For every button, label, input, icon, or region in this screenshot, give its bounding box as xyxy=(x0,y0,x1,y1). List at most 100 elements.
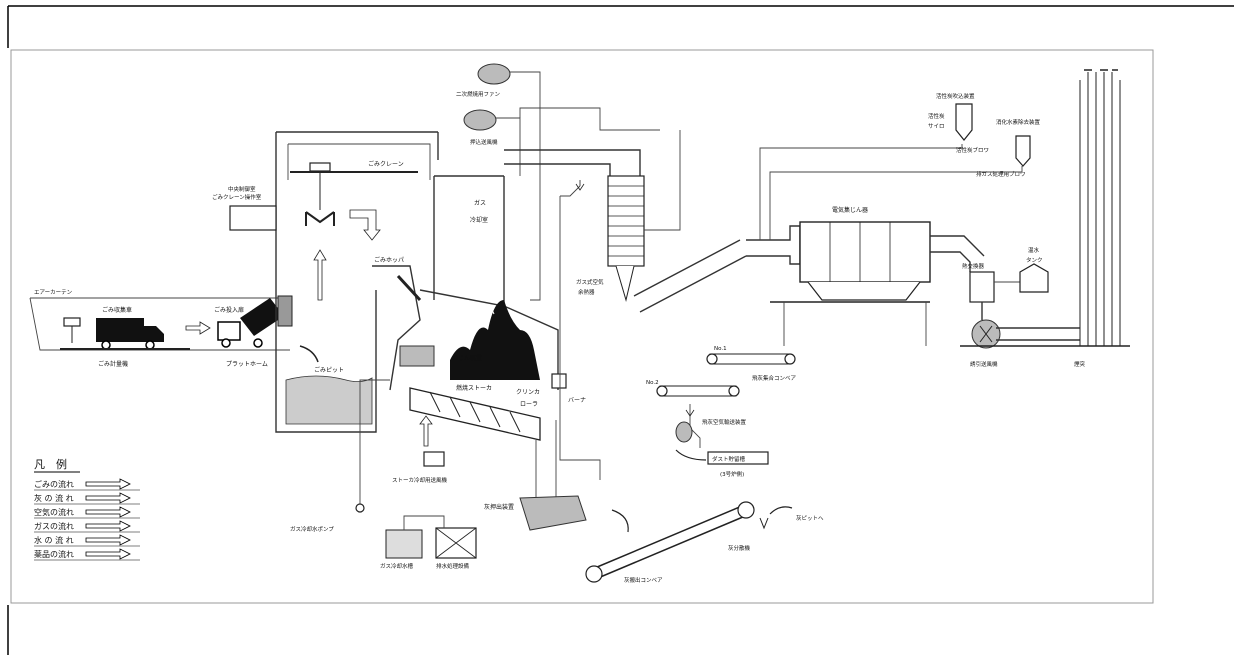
stack-group: 熱交換器 温水 タンク 誘引送風機 煙突 xyxy=(960,70,1130,368)
heat-exchanger xyxy=(970,272,994,302)
ash-pusher-label: 給じん装置 xyxy=(452,354,482,362)
legend-arrow-icon xyxy=(86,521,130,531)
burner xyxy=(552,374,566,388)
chimney-label: 煙突 xyxy=(1074,360,1086,368)
legend-label-ash: 灰 の 流 れ xyxy=(34,493,74,503)
legend-label-gas: ガスの流れ xyxy=(34,521,74,531)
hot-water-tank xyxy=(1020,264,1048,292)
legend-title: 凡 例 xyxy=(34,457,67,471)
collection-truck-icon xyxy=(96,318,164,349)
activated-carbon-silo-label-2: サイロ xyxy=(928,123,945,130)
conveyor-no1-label: No.1 xyxy=(714,346,727,352)
ash-separator-label: 灰分散機 xyxy=(728,544,751,552)
pit-garbage xyxy=(286,376,372,424)
conveyor-no2-label: No.2 xyxy=(646,380,659,386)
water-pump-icon xyxy=(356,504,364,512)
scale-sign xyxy=(64,318,80,326)
crane-grab-icon xyxy=(306,212,334,226)
legend-label-chemical: 薬品の流れ xyxy=(34,549,74,559)
activated-carbon-silo xyxy=(956,104,972,140)
stoker-fan-label: ストーカ冷却用送風機 xyxy=(392,476,448,484)
legend-arrow-icon xyxy=(86,479,130,489)
activated-carbon-feeder-label: 活性炭吹込装置 xyxy=(936,92,975,100)
activated-carbon-blower-label: 活性炭ブロワ xyxy=(956,146,989,154)
platform-label: プラットホーム xyxy=(226,361,268,368)
legend-label-air: 空気の流れ xyxy=(34,507,74,517)
legend-arrow-icon xyxy=(86,535,130,545)
secondary-fan xyxy=(478,64,510,84)
cleaning-roller-label-1: クリンカ xyxy=(516,389,540,396)
legend-label-water: 水 の 流 れ xyxy=(34,535,74,545)
ash-pit-label: 灰ピットへ xyxy=(796,514,824,522)
chimney xyxy=(1080,70,1120,346)
feeder xyxy=(400,346,434,366)
secondary-fan-label: 二次燃焼用ファン xyxy=(456,90,501,98)
gas-cooling-label-1: ガス xyxy=(474,199,486,207)
electrostatic-label: 電気集じん器 xyxy=(832,206,868,214)
water-pump-label: ガス冷却水ポンプ xyxy=(290,525,334,533)
dump-truck-icon xyxy=(218,298,284,347)
electrostatic-precipitator xyxy=(800,222,930,282)
garbage-flow-arrow-icon xyxy=(314,250,326,300)
exhaust-blower-label: 排ガス処理用ブロワ xyxy=(976,170,1026,178)
gas-cooling-label-2: 冷却室 xyxy=(470,216,488,224)
legend-arrow-icon xyxy=(86,507,130,517)
wastewater-label: 排水処理設備 xyxy=(436,562,470,570)
air-preheater-label-1: ガス式空気 xyxy=(576,278,604,286)
ash-discharger xyxy=(520,496,586,530)
legend-label-garbage: ごみの流れ xyxy=(34,479,74,489)
fly-ash-transport-label: 飛灰空気輸送装置 xyxy=(702,418,747,426)
push-blower-label: 押込送風機 xyxy=(470,138,498,146)
fly-ash-group: No.1 飛灰集合コンベア No.2 飛灰空気輸送装置 ダスト貯留槽 (3号炉側… xyxy=(646,346,797,478)
legend-item-water: 水 の 流 れ xyxy=(34,535,140,546)
pit-label: ごみピット xyxy=(314,366,344,374)
crane-trolley xyxy=(310,163,330,171)
ash-discharger-label: 灰押出装置 xyxy=(484,503,514,511)
garbage-flow-arrow-icon xyxy=(186,322,210,334)
hot-water-label-2: タンク xyxy=(1026,256,1043,264)
water-tank-label: ガス冷却水槽 xyxy=(380,562,414,570)
chemical-group: 活性炭吹込装置 活性炭 サイロ 活性炭ブロワ 消化水素除去装置 排ガス処理用ブロ… xyxy=(760,92,1041,240)
control-room-label-2: ごみクレーン操作室 xyxy=(212,193,262,201)
loading-door xyxy=(278,296,292,326)
legend-arrow-icon xyxy=(86,493,130,503)
legend-item-ash: 灰 の 流 れ xyxy=(34,493,140,504)
dust-tank-label: ダスト貯留槽 xyxy=(712,455,746,463)
burner-label: バーナ xyxy=(568,397,586,404)
loading-door-label: ごみ投入扉 xyxy=(214,306,244,314)
heat-exchanger-label: 熱交換器 xyxy=(962,262,985,270)
stoker-label: 燃焼ストーカ xyxy=(456,384,492,392)
activated-carbon-silo-label-1: 活性炭 xyxy=(928,112,945,120)
induced-fan-label: 誘引送風機 xyxy=(970,360,998,368)
stoker-fan xyxy=(424,452,444,466)
control-room xyxy=(230,206,276,230)
cleaning-roller-label-2: ローラ xyxy=(520,401,538,408)
crane-label: ごみクレーン xyxy=(368,160,404,168)
air-preheater-label-2: 余熱器 xyxy=(578,288,595,296)
slaked-lime-silo xyxy=(1016,136,1030,166)
legend: 凡 例 ごみの流れ 灰 の 流 れ 空気の流れ ガスの流れ 水 の 流 れ xyxy=(34,457,140,560)
legend-item-garbage: ごみの流れ xyxy=(34,479,140,490)
ash-conveyor-label: 灰搬出コンベア xyxy=(624,576,663,584)
slaked-lime-feeder-label: 消化水素除去装置 xyxy=(996,118,1041,126)
air-flow-arrow-icon xyxy=(420,416,432,446)
flame-icon xyxy=(450,300,540,380)
dust-tank-note: (3号炉側) xyxy=(720,470,744,478)
legend-arrow-icon xyxy=(86,549,130,559)
air-preheater xyxy=(608,176,644,266)
legend-item-chemical: 薬品の流れ xyxy=(34,549,140,560)
garbage-flow-arrow-icon xyxy=(350,210,380,240)
collection-truck-label: ごみ収集車 xyxy=(102,306,132,314)
control-room-label-1: 中央制御室 xyxy=(228,185,256,193)
legend-item-air: 空気の流れ xyxy=(34,507,140,518)
scale-label: ごみ計量機 xyxy=(98,360,128,368)
push-blower xyxy=(464,110,496,130)
ash-conveyor-group: 灰搬出コンベア 灰分散機 灰ピットへ xyxy=(586,502,824,584)
air-curtain-label: エアーカーテン xyxy=(34,289,73,296)
hot-water-label-1: 温水 xyxy=(1028,246,1040,254)
water-tank xyxy=(386,530,422,558)
hopper-label: ごみホッパ xyxy=(374,256,404,264)
fly-ash-conveyor-label: 飛灰集合コンベア xyxy=(752,374,797,382)
weighing-area: エアーカーテン ごみ収集車 ごみ計量機 ごみ投入扉 プラットホーム xyxy=(30,289,292,368)
